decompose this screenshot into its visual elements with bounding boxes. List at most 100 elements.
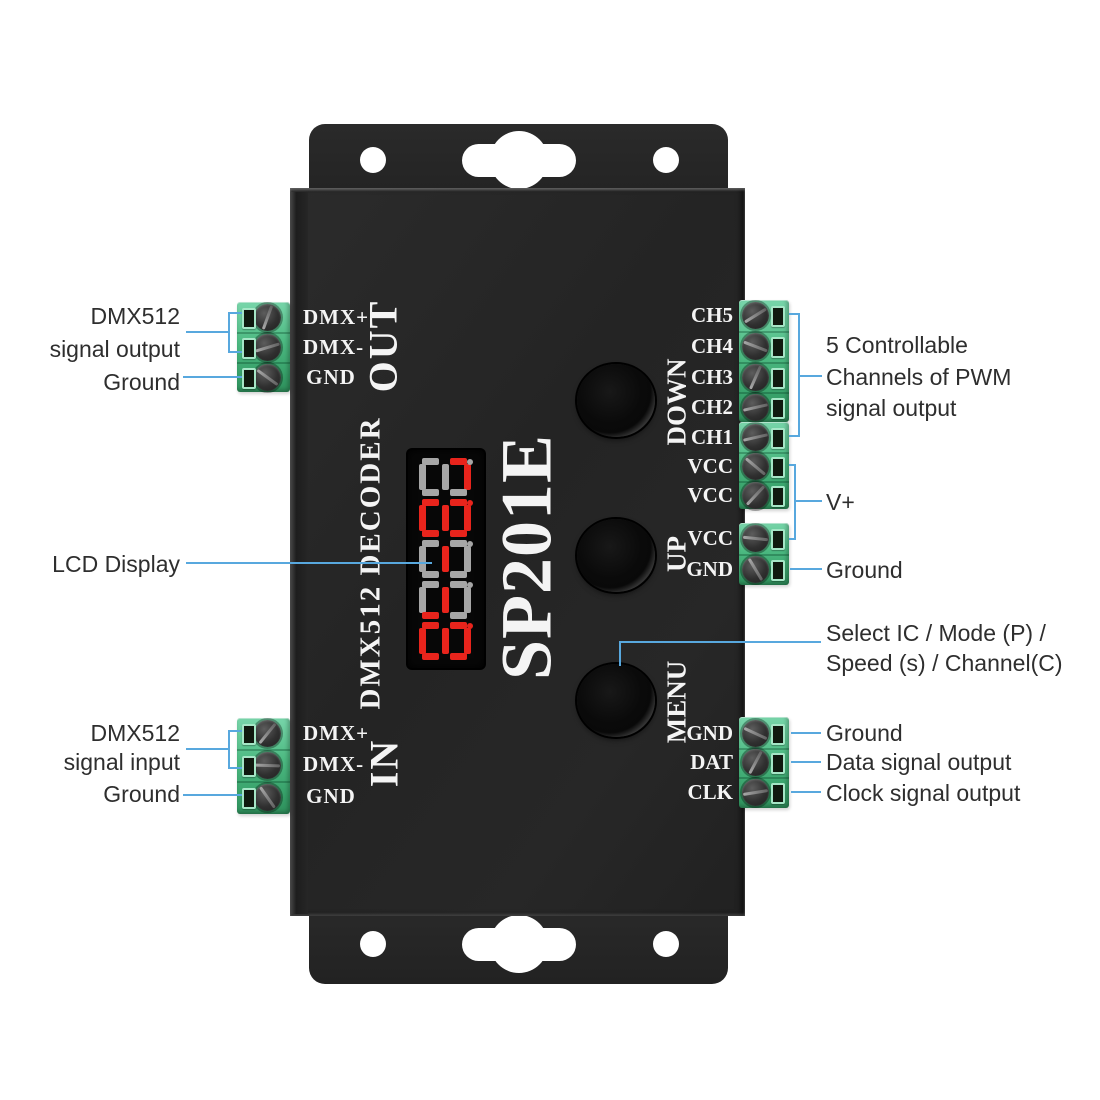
mounting-hole [653,931,679,957]
leader-line [789,435,800,437]
down-button[interactable] [577,364,655,437]
screw-slot-mark [255,342,280,353]
leader-line [183,376,242,378]
terminal-screw [254,720,281,747]
pin-label-right-vcc: VCC [687,526,734,550]
pwm-channels-line3: signal output [826,395,957,421]
wire-slot [771,783,785,804]
block-seam [739,361,789,364]
leader-line [789,538,796,540]
segment-d [464,587,471,613]
segment-g [442,505,449,531]
screw-slot-mark [747,558,764,581]
leader-line [791,732,821,734]
ground-output-label: Ground [103,369,180,395]
leader-line [794,464,796,540]
pwm-channels-line2: Channels of PWM [826,364,1012,390]
ground-vcc-label: Ground [826,557,903,583]
ground-signal-label: Ground [826,720,903,746]
screw-slot-mark [744,457,767,476]
block-seam [739,777,789,779]
terminal-block-left-0 [237,302,290,392]
mounting-hole [360,147,386,173]
wire-slot [771,457,785,478]
screw-slot-mark [742,535,769,542]
block-seam [739,451,789,454]
leader-line [800,375,822,377]
block-seam [237,749,290,751]
pin-label-right-vcc: VCC [687,483,734,507]
segment-e [450,571,467,578]
segment-d [464,505,471,531]
pin-label-left-dmx-: DMX- [303,752,365,776]
pin-label-right-vcc: VCC [687,454,734,478]
leader-line [619,641,821,643]
mounting-hole [360,931,386,957]
segment-d [464,546,471,572]
terminal-block-right-5 [739,717,789,808]
ground-input-label: Ground [103,781,180,807]
segment-b [422,458,439,465]
block-seam [237,362,290,364]
seven-segment-digit [418,540,474,578]
segment-b [422,622,439,629]
data-signal-output-label: Data signal output [826,749,1012,775]
segment-g [442,546,449,572]
decimal-point [467,541,473,547]
leader-line [791,791,821,793]
seven-segment-digit [418,622,474,660]
terminal-screw [254,334,281,361]
segment-b [422,540,439,547]
leader-line [790,568,822,570]
terminal-screw [742,364,769,391]
device-model: SP201E [486,433,567,681]
dmx512-signal-output-line2: signal output [49,336,180,362]
screw-slot-mark [743,726,768,741]
screw-slot-mark [256,368,279,387]
wire-slot [771,428,785,449]
block-seam [739,480,789,483]
wire-slot [242,308,256,329]
segment-a [419,505,426,531]
leader-line [186,331,230,333]
terminal-screw [742,394,769,421]
leader-line [228,767,242,769]
terminal-block-right-4 [739,523,789,585]
pin-label-right-ch5: CH5 [691,303,733,327]
controller-side-edge [290,192,308,914]
decimal-point [467,582,473,588]
segment-e [450,612,467,619]
lcd-display-label: LCD Display [52,551,180,577]
segment-a [419,628,426,654]
decimal-point [467,459,473,465]
decimal-point [467,623,473,629]
keyhole-slot-bulge [490,915,548,973]
segment-f [422,612,439,619]
screw-slot-mark [745,485,766,506]
seven-segment-digit [418,581,474,619]
pin-label-left-gnd: GND [306,784,356,808]
segment-a [419,587,426,613]
terminal-screw [742,333,769,360]
terminal-block-right-3 [739,422,789,509]
terminal-screw [254,364,281,391]
screw-slot-mark [744,307,767,324]
menu-button[interactable] [577,664,655,737]
dmx512-signal-input-line2: signal input [63,749,180,775]
leader-line [619,641,621,666]
screw-slot-mark [742,789,769,796]
segment-c [450,622,467,629]
terminal-block-right-2 [739,300,789,422]
mounting-hole [653,147,679,173]
wire-slot [242,788,256,809]
decimal-point [467,500,473,506]
segment-g [442,587,449,613]
leader-line [186,562,432,564]
segment-f [422,489,439,496]
segment-g [442,628,449,654]
terminal-screw [742,453,769,480]
up-button[interactable] [577,519,655,592]
wire-slot [242,368,256,389]
segment-g [442,464,449,490]
pin-label-right-ch3: CH3 [691,365,733,389]
